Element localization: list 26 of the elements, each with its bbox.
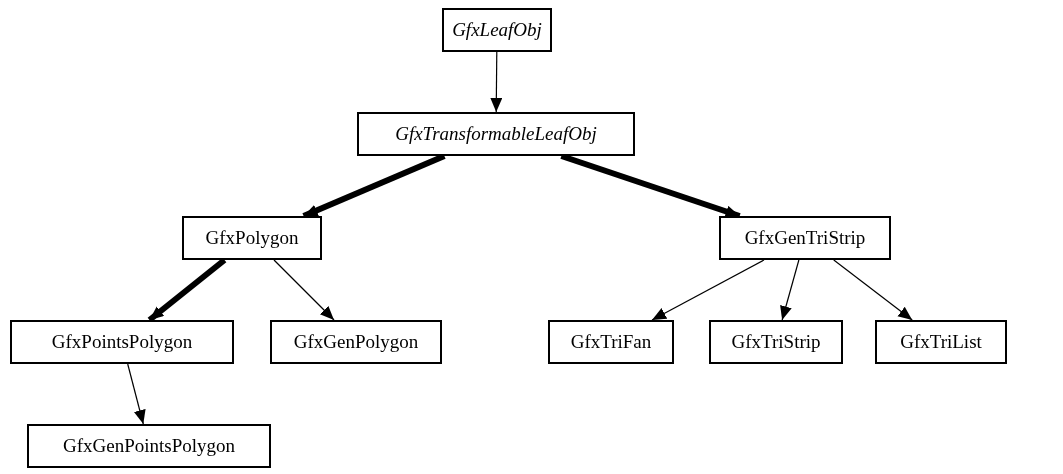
class-name: GfxGenTriStrip [744, 227, 866, 249]
class-name: GfxTriFan [570, 331, 652, 353]
class-box [709, 320, 843, 364]
class-name: GfxTriStrip [731, 331, 821, 353]
class-box [357, 112, 635, 156]
class-box [875, 320, 1007, 364]
class-name: GfxPolygon [205, 227, 299, 249]
inheritance-arrow [651, 259, 765, 321]
class-box [719, 216, 891, 260]
class-name: GfxTransformableLeafObj [395, 123, 597, 145]
class-name: GfxTriList [900, 331, 982, 353]
class-box [27, 424, 271, 468]
class-name: GfxLeafObj [452, 19, 542, 41]
class-box [270, 320, 442, 364]
class-name: GfxPointsPolygon [51, 331, 193, 353]
inheritance-arrow [273, 259, 335, 321]
inheritance-arrow [833, 259, 913, 321]
inheritance-arrow [780, 259, 800, 321]
class-box [442, 8, 552, 52]
class-box [182, 216, 322, 260]
class-name: GfxGenPointsPolygon [62, 435, 236, 457]
inheritance-arrow [490, 51, 503, 113]
class-box [10, 320, 234, 364]
class-name: GfxGenPolygon [293, 331, 419, 353]
inheritance-arrow [127, 363, 146, 425]
class-box [548, 320, 674, 364]
